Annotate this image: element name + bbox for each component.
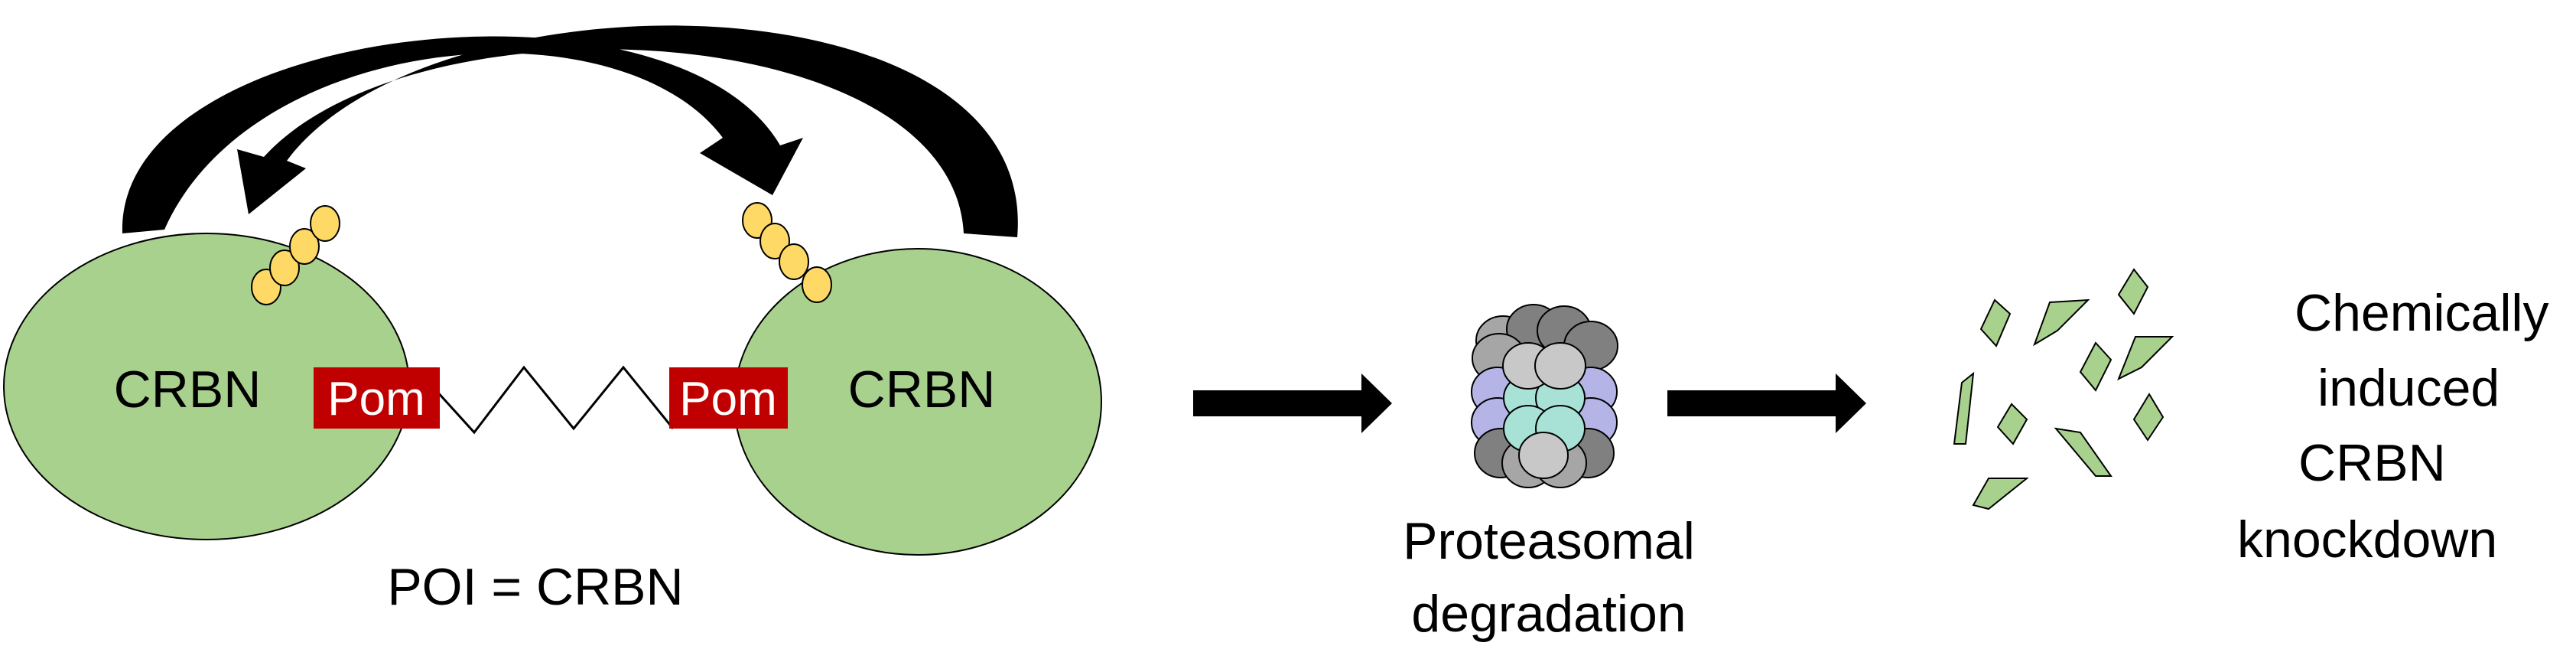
knockdown-label-line4: knockdown <box>2237 510 2497 569</box>
pom-right: Pom <box>669 367 788 429</box>
pom-left-label: Pom <box>327 373 424 426</box>
crbn-right-label: CRBN <box>848 360 996 419</box>
linker-zigzag <box>434 365 675 435</box>
knockdown-label-line1: Chemically <box>2295 284 2549 342</box>
poi-label: POI = CRBN <box>387 558 683 616</box>
pom-right-label: Pom <box>679 373 776 426</box>
proteasomal-label-line2: degradation <box>1411 585 1686 643</box>
arrow-to-proteasome <box>1193 373 1392 433</box>
arrow-right-to-left <box>237 25 1018 237</box>
arrow-to-knockdown <box>1667 373 1866 433</box>
pom-left: Pom <box>314 367 440 429</box>
proteasomal-label-line1: Proteasomal <box>1403 512 1695 570</box>
knockdown-label-line3: CRBN <box>2298 434 2446 492</box>
proteasome-icon <box>1471 304 1618 488</box>
ubiquitin-chain-left <box>251 205 340 305</box>
protein-fragments-icon <box>1953 268 2174 510</box>
knockdown-label-line2: induced <box>2317 359 2500 417</box>
ubiquitin-chain-right <box>742 202 832 303</box>
ubiquitination-arrows <box>122 25 1018 237</box>
crbn-left-label: CRBN <box>114 360 262 419</box>
arrow-left-to-right <box>122 36 803 233</box>
